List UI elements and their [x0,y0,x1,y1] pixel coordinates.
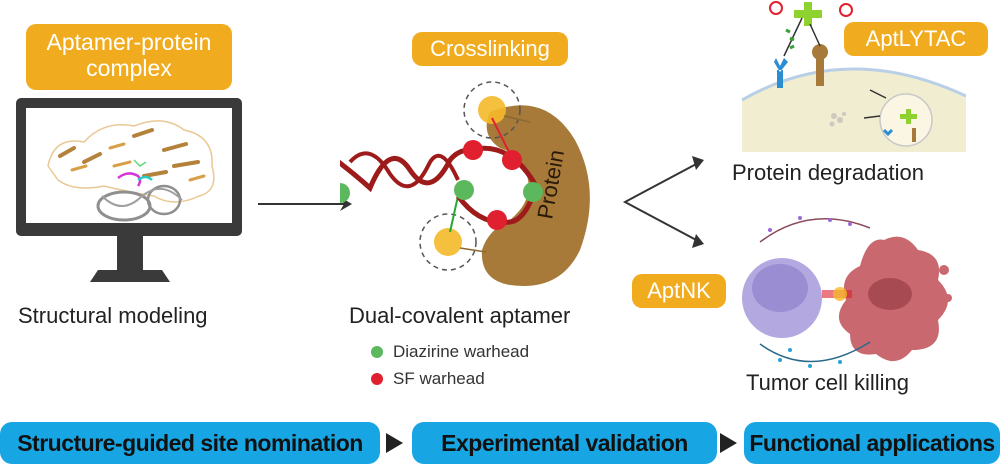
legend-label: SF warhead [393,369,485,388]
protein-structure-render [47,120,215,222]
protein-degradation-caption: Protein degradation [732,160,925,185]
workflow-step-experimental-validation: Experimental validation [412,422,717,464]
workflow-arrow-icon [720,433,737,453]
dual-covalent-aptamer-caption: Dual-covalent aptamer [349,303,571,328]
workflow-step-site-nomination: Structure-guided site nomination [0,422,380,464]
aptlytac-tag: AptLYTAC [844,22,988,56]
lytac-cell-illustration [741,1,966,152]
crosslinking-tag: Crosslinking [412,32,568,66]
legend-label: Diazirine warhead [393,342,530,361]
dual-covalent-aptamer-diagram: Protein [340,81,590,287]
tumor-cell-killing-caption: Tumor cell killing [746,370,910,395]
aptnk-tag: AptNK [632,274,726,308]
nk-tumor-illustration [742,216,952,368]
workflow-step-functional-applications: Functional applications [744,422,1000,464]
red-dot-icon [371,373,383,385]
structural-modeling-caption: Structural modeling [18,303,208,328]
tag-line-1: Aptamer-protein [46,29,212,55]
tag-line-2: complex [86,55,172,81]
legend-item-sf: SF warhead [371,369,485,389]
legend-item-diazirine: Diazirine warhead [371,342,529,362]
monitor-icon [16,98,242,282]
workflow-arrow-icon [386,433,403,453]
green-dot-icon [371,346,383,358]
aptamer-protein-complex-tag: Aptamer-protein complex [26,24,232,90]
branch-arrows-icon [622,156,704,248]
